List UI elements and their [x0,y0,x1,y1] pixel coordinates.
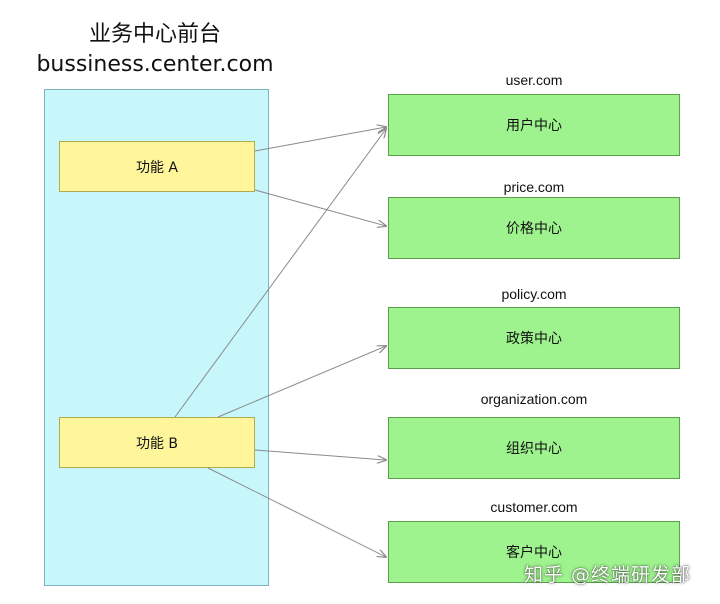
service-domain-policy: policy.com [501,286,567,302]
watermark: 知乎 @终端研发部 [524,564,692,586]
service-box-organization: 组织中心 [388,417,680,479]
connector-a-to-user [254,127,386,152]
service-box-price: 价格中心 [388,197,680,259]
service-box-user: 用户中心 [388,94,680,156]
service-domain-customer: customer.com [490,499,578,515]
feature-b-box: 功能 B [59,417,255,468]
service-box-policy: 政策中心 [388,307,680,369]
service-domain-organization: organization.com [480,391,588,407]
service-domain-user: user.com [505,72,563,88]
frontend-title: 业务中心前台 [88,22,221,47]
service-box-customer: 客户中心 [388,521,680,583]
frontend-domain: bussiness.center.com [36,52,274,77]
connector-b-to-organization [254,449,386,460]
feature-a-box: 功能 A [59,141,255,192]
service-domain-price: price.com [503,179,565,195]
connector-a-to-price [254,189,386,226]
